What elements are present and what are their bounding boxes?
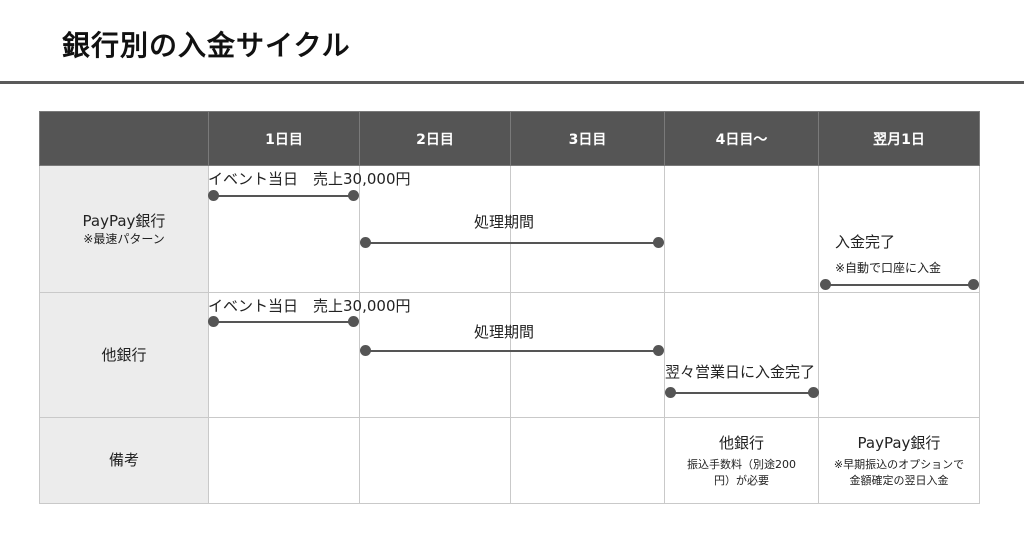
cell-other-next-month [818, 292, 980, 418]
page-title: 銀行別の入金サイクル [62, 29, 351, 62]
note-paypay-bank-line1: ※早期振込のオプションで [833, 458, 965, 472]
row-label-paypay-text: PayPay銀行 [82, 211, 166, 230]
header-day-1: 1日目 [208, 111, 360, 166]
deposit-cycle-table: 1日目 2日目 3日目 4日目〜 翌月1日 PayPay銀行 ※最速パターン 他… [39, 111, 980, 504]
cell-notes-day3 [510, 417, 665, 504]
cell-other-day4 [664, 292, 819, 418]
note-other-bank-title: 他銀行 [718, 434, 764, 453]
cell-paypay-day2 [359, 165, 511, 293]
header-day-4-onward: 4日目〜 [664, 111, 819, 166]
note-paypay-bank-line2: 金額確定の翌日入金 [849, 473, 949, 487]
title-divider [0, 81, 1024, 84]
cell-paypay-day3 [510, 165, 665, 293]
row-label-notes: 備考 [39, 417, 209, 504]
row-notes: 備考 他銀行 振込手数料（別途200円）が必要 PayPay銀行 ※早期振込のオ… [39, 417, 980, 504]
row-label-paypay-note: ※最速パターン [83, 232, 165, 247]
cell-paypay-day1 [208, 165, 360, 293]
note-other-bank-body: 振込手数料（別途200円）が必要 [687, 458, 796, 487]
header-next-month-1st: 翌月1日 [818, 111, 980, 166]
cell-other-day2 [359, 292, 511, 418]
note-paypay-bank: PayPay銀行 ※早期振込のオプションで 金額確定の翌日入金 [818, 417, 980, 504]
note-paypay-bank-title: PayPay銀行 [857, 434, 941, 453]
header-day-2: 2日目 [359, 111, 511, 166]
cell-paypay-day4 [664, 165, 819, 293]
cell-other-day3 [510, 292, 665, 418]
row-label-paypay-bank: PayPay銀行 ※最速パターン [39, 165, 209, 293]
header-day-3: 3日目 [510, 111, 665, 166]
row-paypay-bank: PayPay銀行 ※最速パターン [39, 165, 980, 293]
cell-other-day1 [208, 292, 360, 418]
cell-notes-day2 [359, 417, 511, 504]
note-other-bank: 他銀行 振込手数料（別途200円）が必要 [664, 417, 819, 504]
row-label-other-bank: 他銀行 [39, 292, 209, 418]
cell-notes-day1 [208, 417, 360, 504]
header-corner [39, 111, 209, 166]
cell-paypay-next-month [818, 165, 980, 293]
header-row: 1日目 2日目 3日目 4日目〜 翌月1日 [39, 111, 980, 166]
row-other-bank: 他銀行 [39, 292, 980, 418]
